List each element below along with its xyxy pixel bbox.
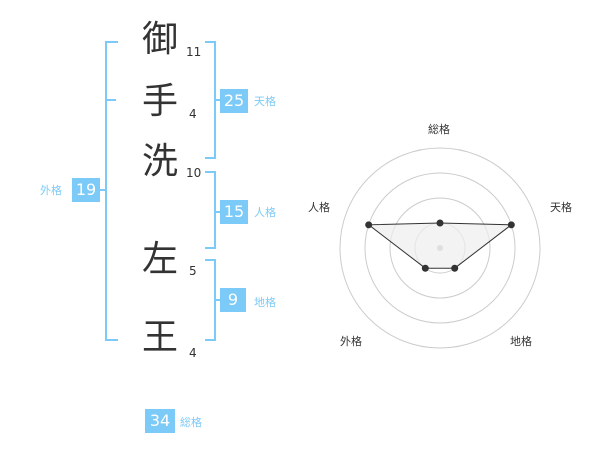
name-char-1: 御 (141, 19, 178, 60)
radar-axis-label-chikaku: 地格 (510, 335, 532, 348)
name-char-5: 王 (141, 317, 178, 358)
gaikaku-badge: 19 (72, 178, 100, 202)
radar-grid-circle (389, 197, 491, 299)
radar-point-gaikaku (421, 264, 429, 272)
stroke-count-3: 10 (186, 166, 202, 180)
radar-grid-circle (339, 147, 541, 349)
gaikaku-label: 外格 (40, 184, 62, 197)
radar-grid-circle (364, 172, 516, 324)
radar-data-polygon (367, 222, 513, 269)
jinkaku-label: 人格 (254, 206, 276, 219)
stroke-count-2: 4 (189, 107, 197, 121)
name-char-4: 左 (141, 239, 178, 280)
stroke-count-1: 11 (186, 45, 202, 59)
jinkaku-badge: 15 (220, 200, 248, 224)
radar-axis-label-gaikaku: 外格 (340, 335, 362, 348)
soukaku-badge: 34 (145, 409, 175, 433)
stroke-count-5: 4 (189, 346, 197, 360)
name-char-2: 手 (141, 81, 178, 122)
radar-axis-label-tenkaku: 天格 (550, 201, 572, 214)
radar-point-chikaku (451, 264, 459, 272)
chikaku-label: 地格 (254, 296, 276, 309)
jinkaku-bracket (205, 171, 216, 249)
radar-axis-label-soukaku: 総格 (428, 123, 450, 136)
name-char-3: 洗 (141, 141, 178, 182)
soukaku-label: 総格 (180, 416, 202, 429)
tenkaku-badge: 25 (220, 89, 248, 113)
tenkaku-label: 天格 (254, 95, 276, 108)
stroke-count-4: 5 (189, 264, 197, 278)
radar-point-soukaku (436, 219, 444, 227)
chikaku-badge: 9 (220, 288, 246, 312)
radar-axis-label-jinkaku: 人格 (308, 201, 330, 214)
radar-point-jinkaku (365, 221, 373, 229)
radar-point-tenkaku (507, 221, 515, 229)
